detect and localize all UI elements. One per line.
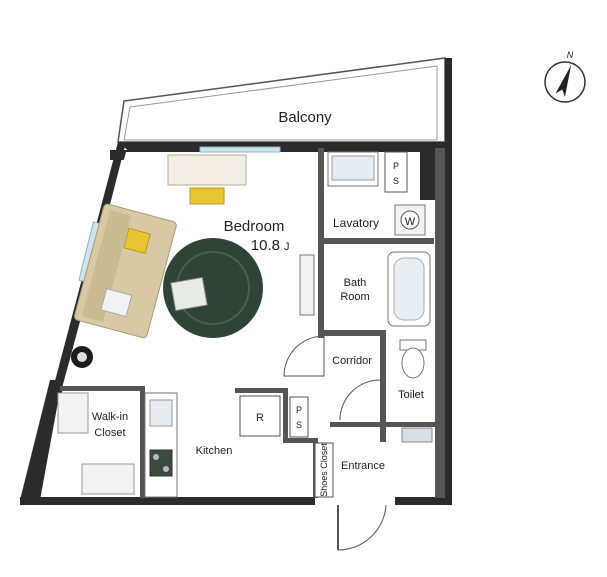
- corridor-door: [283, 335, 325, 377]
- stove: [149, 449, 173, 477]
- corridor-label: Corridor: [332, 355, 372, 367]
- kitchen: R Kitchen P S: [144, 392, 309, 498]
- bath-label-1: Bath: [344, 277, 367, 289]
- toilet-label: Toilet: [398, 389, 424, 401]
- entrance-door: [337, 504, 387, 551]
- corridor: Corridor: [283, 335, 381, 421]
- bedroom-size: 10.8: [251, 237, 280, 254]
- compass-north: N: [567, 50, 574, 60]
- bath-room: Bath Room: [340, 251, 431, 327]
- sink: [149, 399, 173, 427]
- ps-mid-s: S: [296, 420, 302, 430]
- bedroom-size-unit: J: [284, 241, 290, 253]
- corridor-door-2: [339, 379, 381, 421]
- bath-label-2: Room: [340, 291, 369, 303]
- balcony-area: Balcony: [117, 57, 446, 143]
- fridge-mark: R: [256, 412, 264, 424]
- kitchen-label: Kitchen: [196, 445, 233, 457]
- shoes-closet-label: Shoes Closet: [319, 443, 329, 497]
- bedroom-label: Bedroom: [224, 218, 285, 235]
- entrance-shelf: [401, 427, 433, 443]
- north-arrow-icon: [555, 65, 572, 97]
- coffee-table: [170, 276, 208, 312]
- ps-top-s: S: [393, 176, 399, 186]
- lavatory: W Lavatory P S: [327, 151, 426, 236]
- balcony-label: Balcony: [278, 109, 332, 126]
- bedroom-window: [199, 146, 281, 153]
- entrance-area: Shoes Closet Entrance: [314, 427, 433, 551]
- walkin-label-1: Walk-in: [92, 411, 128, 423]
- shoes-closet: [314, 442, 334, 498]
- floor-lamp: [299, 254, 315, 316]
- entrance-label: Entrance: [341, 460, 385, 472]
- lavatory-label: Lavatory: [333, 216, 379, 230]
- washer-mark: W: [405, 216, 416, 228]
- sofa: [74, 203, 177, 339]
- walkin-label-2: Closet: [94, 427, 125, 439]
- compass: N: [544, 50, 586, 103]
- ps-top-p: P: [393, 161, 399, 171]
- toilet-bowl: [401, 347, 425, 379]
- ps-mid-p: P: [296, 405, 302, 415]
- fridge: [239, 395, 281, 437]
- cushion-top: [189, 187, 225, 205]
- bedroom-furniture: Bedroom 10.8 J: [71, 154, 315, 368]
- tv-cabinet: [167, 154, 247, 186]
- walkin-closet: Walk-in Closet: [57, 392, 135, 495]
- toilet-room: Toilet: [398, 339, 427, 401]
